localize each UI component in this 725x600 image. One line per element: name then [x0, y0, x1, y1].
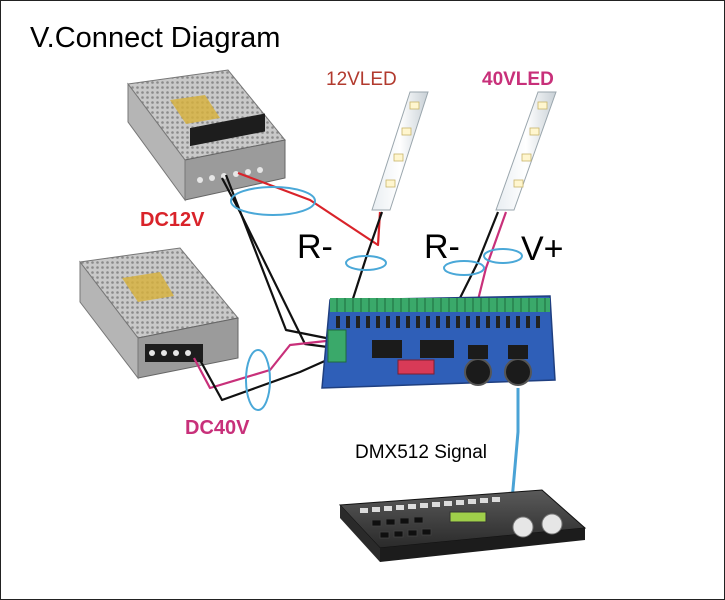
highlight-ellipse-led40-r: [443, 260, 485, 276]
wire-led40-r-minus: [454, 211, 500, 309]
v-plus-label: V+: [521, 230, 564, 268]
highlight-ellipse-dc40v: [245, 349, 271, 411]
wire-12v-negative-b: [221, 177, 336, 350]
led-strip-40v: [495, 91, 557, 211]
led-strip-12v: [371, 91, 429, 211]
wire-led12-r-minus: [348, 211, 384, 309]
highlight-ellipses: [230, 186, 523, 411]
power-supply-12v: [127, 69, 286, 202]
diagram-title: V.Connect Diagram: [30, 22, 281, 54]
power-supply-40v: [79, 247, 239, 380]
wire-40v-negative: [199, 354, 337, 402]
dmx512-console: [338, 489, 587, 562]
dmx-decoder-board: [321, 295, 556, 389]
dc40v-label: DC40V: [185, 417, 250, 439]
led-12v-label: 12VLED: [326, 69, 397, 90]
dc12v-label: DC12V: [140, 209, 205, 231]
r-minus-right-label: R-: [424, 228, 460, 266]
highlight-ellipse-dc12v: [230, 186, 316, 216]
r-minus-left-label: R-: [297, 228, 333, 266]
wire-led40-v-plus: [474, 211, 508, 309]
highlight-ellipse-led40-v: [483, 248, 523, 264]
dmx512-signal-label: DMX512 Signal: [355, 442, 488, 463]
dmx-signal-cable: [510, 388, 520, 501]
led-40v-label: 40VLED: [482, 69, 554, 90]
highlight-ellipse-led12: [345, 255, 387, 271]
